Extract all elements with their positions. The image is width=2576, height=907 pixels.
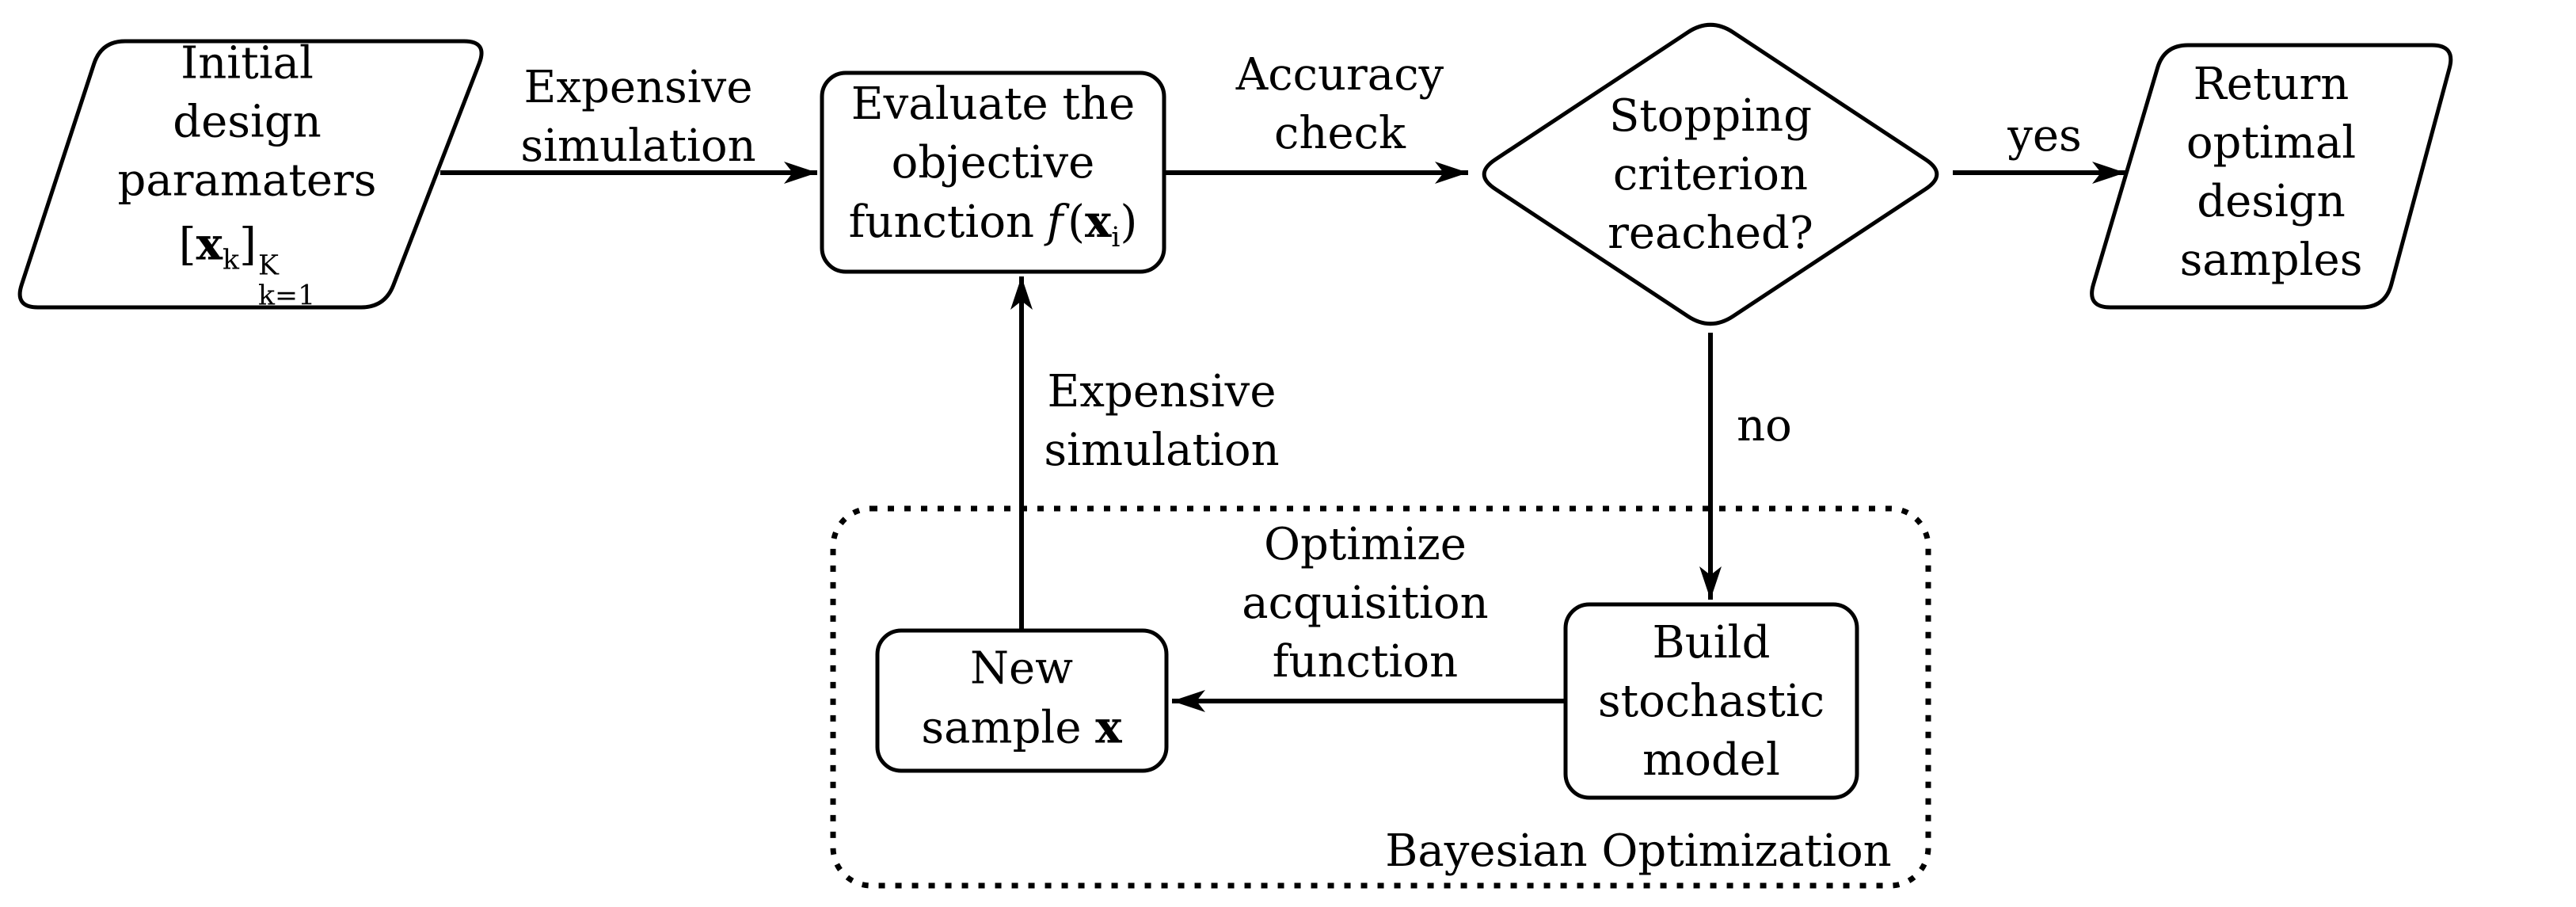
bracket-open: [ bbox=[178, 219, 196, 271]
initial-line: paramaters bbox=[117, 154, 377, 207]
return-line: samples bbox=[2179, 234, 2363, 286]
paren-open: ( bbox=[1067, 196, 1085, 248]
subscript-i: i bbox=[1111, 222, 1121, 254]
bracket-close: ] bbox=[239, 219, 257, 271]
edge-label-line: simulation bbox=[520, 120, 756, 172]
evaluate-line: Evaluate the bbox=[850, 78, 1136, 130]
new-sample-node-label: New sample x bbox=[921, 640, 1121, 758]
stopping-line: reached? bbox=[1608, 208, 1813, 259]
build-line: stochastic bbox=[1597, 676, 1825, 727]
vector-x: x bbox=[1095, 701, 1122, 754]
edge-label-expensive-simulation-mid: Expensive simulation bbox=[1044, 363, 1279, 480]
initial-parallelogram-shape bbox=[17, 39, 484, 310]
new-sample-line: New bbox=[969, 642, 1074, 695]
build-node-label: Build stochastic model bbox=[1598, 614, 1825, 790]
return-parallelogram-shape bbox=[2090, 43, 2453, 310]
paren-close: ) bbox=[1120, 196, 1138, 248]
evaluate-line: objective bbox=[891, 136, 1095, 189]
return-line: design bbox=[2197, 176, 2346, 227]
edge-label-line: simulation bbox=[1044, 425, 1280, 476]
new-sample-line: sample x bbox=[921, 699, 1121, 758]
return-line: Return bbox=[2193, 59, 2350, 110]
initial-line: Initial bbox=[181, 37, 314, 90]
evaluate-box-shape bbox=[820, 71, 1166, 274]
vector-x: x bbox=[196, 218, 223, 271]
build-model-box-shape bbox=[1563, 602, 1859, 800]
stopping-diamond-shape bbox=[1482, 22, 1939, 326]
build-line: model bbox=[1642, 734, 1780, 786]
edge-label-yes: yes bbox=[2007, 110, 2082, 162]
edge-label-line: function bbox=[1272, 636, 1459, 688]
edge-label-no: no bbox=[1737, 400, 1792, 452]
subscript-k: k bbox=[223, 244, 240, 276]
return-node-label: Return optimal design samples bbox=[2180, 55, 2363, 290]
vector-x: x bbox=[1084, 195, 1112, 248]
edge-label-line: Optimize bbox=[1264, 519, 1467, 570]
build-line: Build bbox=[1652, 617, 1771, 669]
bayesian-optimization-dotted-container bbox=[830, 505, 1931, 889]
edge-label-line: acquisition bbox=[1242, 577, 1489, 629]
edge-label-accuracy-check: Accuracy check bbox=[1236, 46, 1444, 163]
function-word: function bbox=[848, 196, 1035, 248]
limit-upper: K bbox=[258, 250, 279, 282]
initial-line: design bbox=[173, 96, 322, 148]
new-sample-box-shape bbox=[875, 628, 1169, 773]
bayesian-optimization-caption: Bayesian Optimization bbox=[1385, 825, 1892, 877]
edge-label-line: Accuracy bbox=[1235, 49, 1444, 101]
stopping-line: Stopping bbox=[1608, 90, 1813, 142]
stopping-line: criterion bbox=[1612, 149, 1809, 200]
edge-label-line: check bbox=[1274, 108, 1406, 159]
limit-lower: k=1 bbox=[258, 280, 316, 312]
edge-label-line: Expensive bbox=[523, 62, 753, 113]
return-line: optimal bbox=[2186, 117, 2357, 169]
sample-word: sample bbox=[921, 702, 1096, 754]
italic-f: f bbox=[1046, 196, 1064, 248]
edge-label-optimize-acquisition: Optimize acquisition function bbox=[1242, 516, 1488, 692]
edge-label-expensive-simulation-top: Expensive simulation bbox=[520, 59, 755, 176]
stopping-node-label: Stopping criterion reached? bbox=[1608, 87, 1813, 263]
edge-label-line: Expensive bbox=[1047, 366, 1277, 417]
